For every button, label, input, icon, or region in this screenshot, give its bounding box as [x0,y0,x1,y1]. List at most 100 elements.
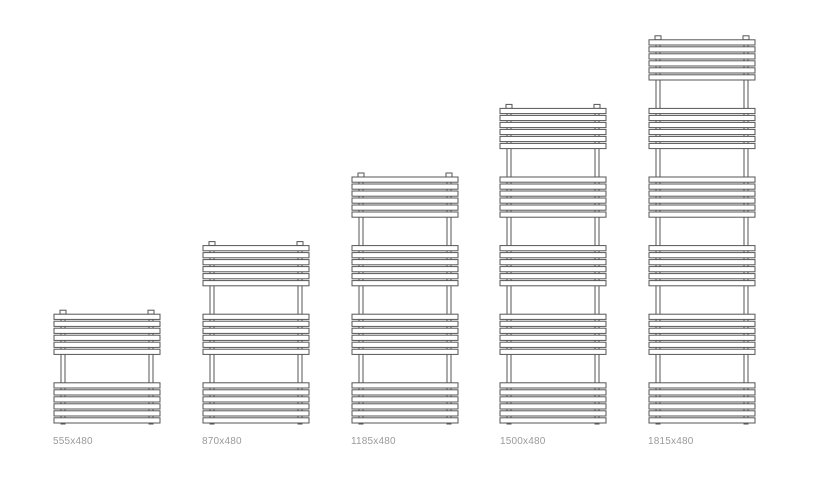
radiator-bar [499,320,607,327]
radiator-bar [499,135,607,143]
radiator-bar [351,266,459,273]
radiator-bar [499,313,607,320]
radiator-bar [499,252,607,259]
radiator-bar [648,410,756,417]
radiator-bar [351,403,459,410]
radiator-bar [202,382,310,389]
radiator-bar [648,107,756,115]
radiator-bar [648,128,756,136]
radiator-bar [351,245,459,252]
radiator-bar [351,211,459,218]
radiator-bar [202,259,310,266]
radiator-bar [499,280,607,287]
radiator-bar [202,245,310,252]
radiator-bar [351,396,459,403]
radiator-bar [648,403,756,410]
radiator-bar [648,46,756,53]
radiator-bar [202,348,310,355]
radiator-bracket-right [445,172,453,178]
radiator-bar [53,396,161,403]
radiator-bar [351,252,459,259]
radiator-bar [202,334,310,341]
radiator-bar [351,327,459,334]
radiator-bracket-right [296,241,304,247]
radiator-bar [351,273,459,280]
radiator-bar [648,114,756,122]
radiator-bar [202,403,310,410]
radiator-bar [499,107,607,115]
radiator-bar [351,348,459,355]
size-label-1815x480: 1815x480 [648,436,694,447]
radiator-bracket-right [742,35,750,41]
radiator-bar [499,259,607,266]
size-label-1500x480: 1500x480 [500,436,546,447]
radiator-bar [351,389,459,396]
radiator-bar [499,389,607,396]
radiator-bar [648,211,756,218]
radiator-bar [351,176,459,183]
radiator-bar [648,348,756,355]
radiator-bar [499,204,607,211]
radiator-bracket-left [357,172,365,178]
radiator-bar [202,417,310,424]
radiator-bar [499,348,607,355]
radiator-bar [53,341,161,348]
radiator-bar [499,334,607,341]
radiator-bracket-right [147,309,155,315]
radiator-bar [648,142,756,150]
radiator-bar [53,320,161,327]
radiator-bar [351,280,459,287]
radiator-bar [351,190,459,197]
radiator-bar [499,190,607,197]
radiator-bar [648,67,756,74]
radiator-bar [499,273,607,280]
radiator-bar [648,382,756,389]
radiator-bar [499,341,607,348]
radiator-rail-right [743,39,749,425]
radiator-bar [648,252,756,259]
size-label-870x480: 870x480 [202,436,242,447]
radiator-bar [351,259,459,266]
radiator-bar [499,114,607,122]
radiator-bar [202,320,310,327]
radiator-bar [53,348,161,355]
radiator-rail-left [655,39,661,425]
radiator-bar [53,403,161,410]
radiator-bar [53,334,161,341]
radiator-bracket-left [505,103,513,109]
radiator-bracket-left [208,241,216,247]
radiator-1815x480 [648,35,756,425]
size-label-555x480: 555x480 [53,436,93,447]
radiator-bar [648,190,756,197]
radiator-bar [202,273,310,280]
radiator-bar [53,417,161,424]
radiator-bar [202,280,310,287]
radiator-bar [351,334,459,341]
radiator-bar [202,327,310,334]
radiator-bar [499,382,607,389]
radiator-870x480 [202,241,310,425]
radiator-bar [202,410,310,417]
radiator-bar [648,204,756,211]
radiator-bar [648,280,756,287]
radiator-bar [648,334,756,341]
radiator-bar [648,417,756,424]
radiator-bar [202,341,310,348]
radiator-bar [351,341,459,348]
radiator-bar [499,403,607,410]
radiator-bar [648,320,756,327]
radiator-bar [499,417,607,424]
radiator-1500x480 [499,103,607,425]
radiator-bar [648,197,756,204]
radiator-bracket-right [593,103,601,109]
radiator-bar [351,410,459,417]
radiator-bar [499,266,607,273]
radiator-555x480 [53,309,161,425]
radiator-bar [648,121,756,129]
radiator-bar [648,273,756,280]
radiator-bracket-left [654,35,662,41]
radiator-bar [648,389,756,396]
radiator-bar [53,410,161,417]
